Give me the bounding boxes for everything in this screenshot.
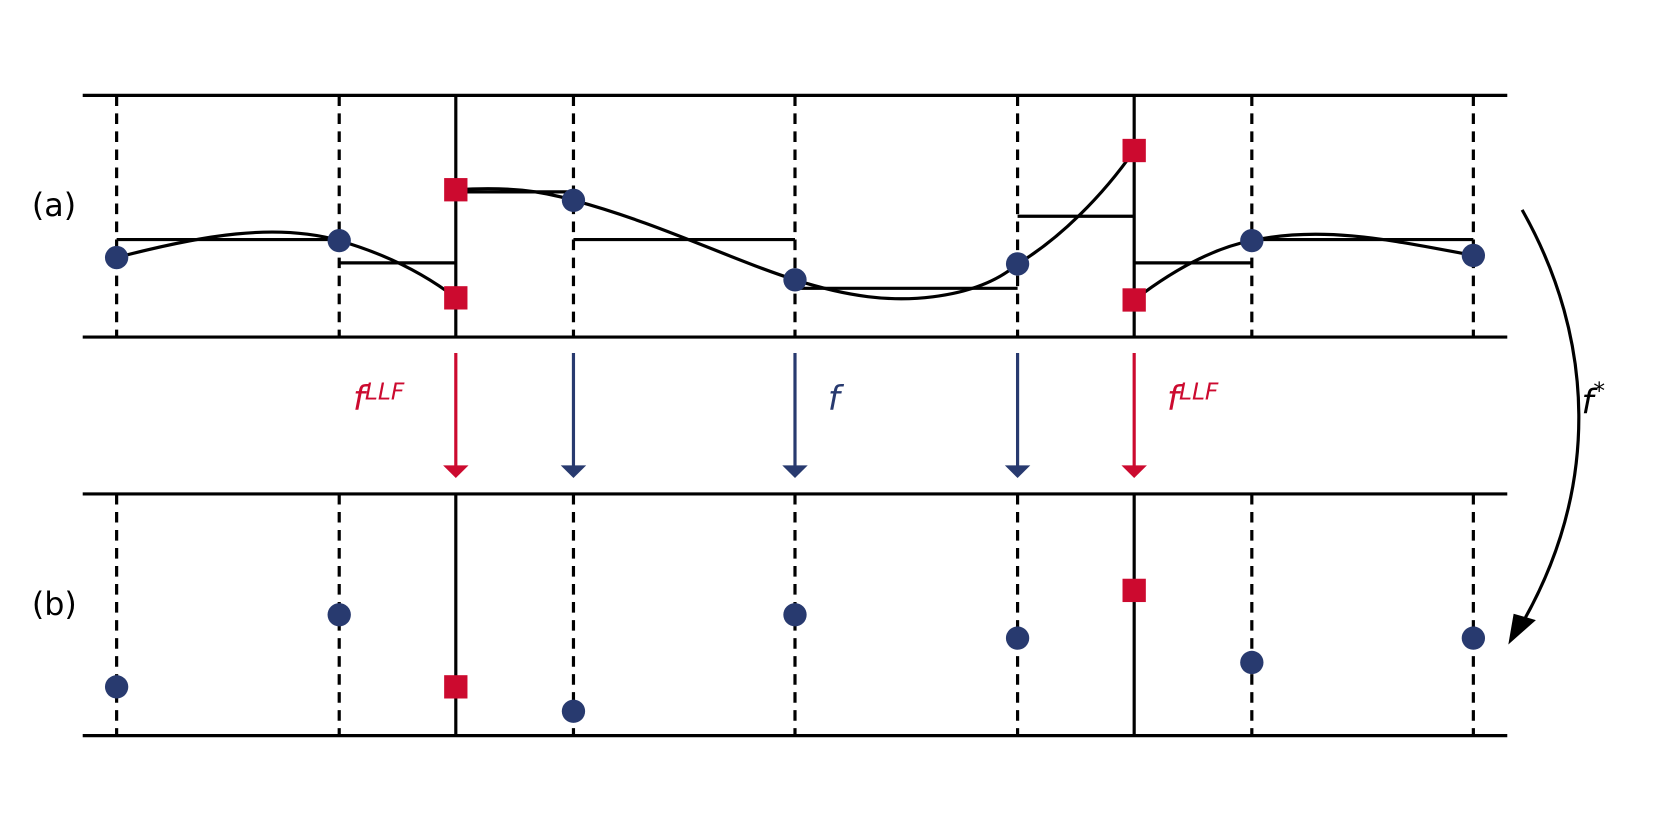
mapping-arrow-head <box>782 465 808 479</box>
sample-point <box>783 268 807 292</box>
sample-point <box>1005 252 1030 276</box>
boundary-point <box>1122 138 1146 163</box>
sample-point <box>561 699 586 723</box>
boundary-point <box>1122 578 1146 603</box>
sample-point <box>327 603 351 627</box>
boundary-point <box>444 675 468 699</box>
f-star-arrow <box>1519 209 1581 627</box>
sample-point <box>1461 243 1486 268</box>
panel-label-a: (a) <box>32 187 76 224</box>
panel-label-b: (b) <box>32 586 77 623</box>
interpolant-curve <box>1133 232 1474 302</box>
f-star-arrow-head <box>1508 613 1536 645</box>
boundary-point <box>444 286 468 310</box>
label-f: f <box>828 379 845 418</box>
mapping-arrow-head <box>1121 465 1147 479</box>
sample-point <box>783 603 807 627</box>
points <box>104 138 1486 723</box>
mapping-arrow-head <box>443 465 469 479</box>
label-f-llf-left: fLLF <box>353 379 405 419</box>
label-f-llf-right: fLLF <box>1167 379 1219 419</box>
sample-point <box>1240 650 1264 675</box>
label-f-star: f* <box>1581 378 1605 422</box>
sample-point <box>1005 626 1030 650</box>
sample-point <box>104 245 129 270</box>
mapping-arrow-head <box>1004 465 1031 479</box>
sample-point <box>104 675 129 699</box>
sample-point <box>327 228 351 253</box>
boundary-point <box>1122 288 1146 312</box>
interpolant-curve <box>116 230 457 300</box>
boundary-point <box>444 178 468 202</box>
sample-point <box>1461 626 1486 650</box>
mapping-arrows <box>443 209 1581 645</box>
sample-point <box>561 188 586 212</box>
mapping-arrow-head <box>560 465 587 479</box>
sample-point <box>1240 228 1264 253</box>
